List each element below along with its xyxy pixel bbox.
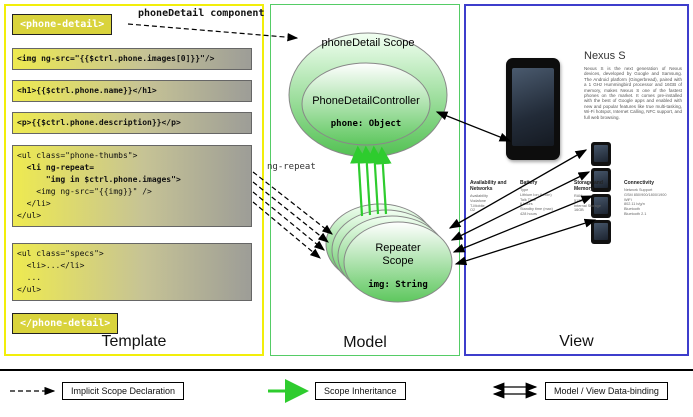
code-line: </ul> [17, 285, 42, 294]
spec-row: Network Support [624, 188, 653, 192]
product-description: Nexus S is the next generation of Nexus … [584, 66, 682, 120]
controller-property: phone: Object [330, 119, 402, 129]
code-line: </li> [17, 199, 51, 208]
spec-row: 428 hours [520, 211, 537, 216]
code-line: "img in $ctrl.phone.images"> [17, 175, 181, 184]
spec-heading: Storage and Memory [574, 180, 603, 192]
spec-heading: Connectivity [624, 180, 655, 186]
phone-detail-open-tag: <phone-detail> [12, 14, 113, 35]
code-p-binding: <p>{{$ctrl.phone.description}}</p> [12, 112, 252, 134]
model-panel: Model [270, 4, 460, 356]
legend-data-binding: Model / View Data-binding [545, 382, 668, 400]
code-h1-binding: <h1>{{$ctrl.phone.name}}</h1> [12, 80, 252, 102]
repeater-property: img: String [368, 280, 428, 290]
code-specs-block: <ul class="specs"> <li>...</li> ... </ul> [12, 243, 252, 301]
product-title: Nexus S [584, 50, 626, 62]
model-panel-label: Model [343, 334, 387, 351]
view-panel-label: View [559, 333, 594, 350]
code-line: <ul class="specs"> [17, 249, 104, 258]
spec-row: 16GB [574, 208, 584, 213]
thumbnail-image [591, 142, 611, 166]
phone-detail-close-tag: </phone-detail> [12, 313, 119, 334]
code-line: <img ng-src="{{img}}" /> [17, 187, 152, 196]
code-line: <li>...</li> [17, 261, 85, 270]
legend-separator [0, 369, 693, 371]
spec-row: GSM 850/900/1800/1900 [624, 192, 667, 197]
code-line: <h1>{{$ctrl.phone.name}}</h1> [17, 86, 157, 95]
code-line: </ul> [17, 211, 42, 220]
thumbnail-image [591, 168, 611, 192]
code-line: <p>{{$ctrl.phone.description}}</p> [17, 118, 181, 127]
legend-scope-inheritance: Scope Inheritance [315, 382, 406, 400]
code-img-binding: <img ng-src="{{$ctrl.phone.images[0]}}"/… [12, 48, 252, 70]
spec-row: O2 [470, 208, 476, 213]
code-ng-repeat-block: <ul class="phone-thumbs"> <li ng-repeat=… [12, 145, 252, 227]
code-line: <img ng-src="{{$ctrl.phone.images[0]}}"/… [17, 54, 215, 63]
ng-repeat-label: ng-repeat [267, 162, 316, 172]
template-panel-label: Template [101, 333, 167, 350]
spec-row: WiFi [624, 197, 632, 202]
view-panel: Nexus S Nexus S is the next generation o… [464, 4, 689, 356]
legend-implicit-scope: Implicit Scope Declaration [62, 382, 185, 400]
repeater-scope-title: Repeater [375, 242, 421, 254]
spec-heading: Battery [520, 180, 538, 186]
thumbnail-image [591, 194, 611, 218]
component-label: phoneDetail component [138, 8, 265, 19]
legend-arrow-databinding [492, 382, 538, 399]
spec-row: Bluetooth [624, 207, 641, 212]
code-line: ... [17, 273, 42, 282]
code-line: <ul class="phone-thumbs"> [17, 151, 138, 160]
phone-screen [512, 68, 554, 146]
controller-title: PhoneDetailController [312, 95, 420, 107]
repeater-scope-title-2: Scope [382, 255, 414, 267]
spec-heading: Availability and Networks [470, 180, 507, 192]
spec-row: Bluetooth 2.1 [624, 211, 647, 216]
phonedetail-scope-title: phoneDetail Scope [321, 37, 415, 49]
phone-product-image [506, 58, 560, 160]
code-line: <li ng-repeat= [17, 163, 95, 172]
spec-row: 802.11 b/g/n [624, 202, 645, 207]
template-panel: <phone-detail> <img ng-src="{{$ctrl.phon… [4, 4, 264, 356]
